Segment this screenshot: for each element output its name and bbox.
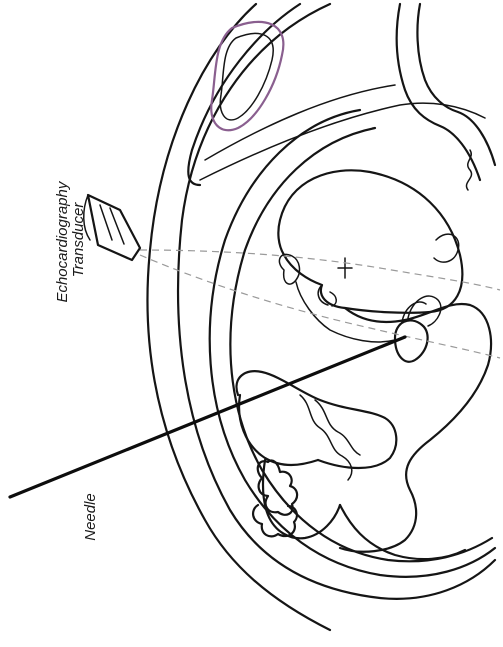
placenta-edge-inner (417, 4, 495, 165)
transducer-label-line-1: Echocardiography (54, 180, 71, 302)
uterine-wall-inner (210, 110, 495, 577)
fetal-head (278, 170, 462, 312)
maternal-abdominal-wall (147, 4, 330, 630)
needle-line (10, 337, 405, 497)
fetal-knee (239, 395, 318, 465)
probe-body (88, 195, 140, 260)
fetal-eye (338, 258, 352, 278)
membrane-line-top-2 (205, 85, 395, 160)
ultrasound-probe-icon (84, 195, 140, 260)
placenta-edge (397, 4, 480, 180)
fetal-lower-leg (263, 460, 340, 538)
needle-label: Needle (82, 493, 99, 541)
transducer-label: Echocardiography Transducer (54, 177, 87, 302)
transducer-label-line-2: Transducer (70, 202, 87, 278)
amniotic-membrane (230, 128, 492, 561)
fetal-heart (395, 320, 428, 361)
